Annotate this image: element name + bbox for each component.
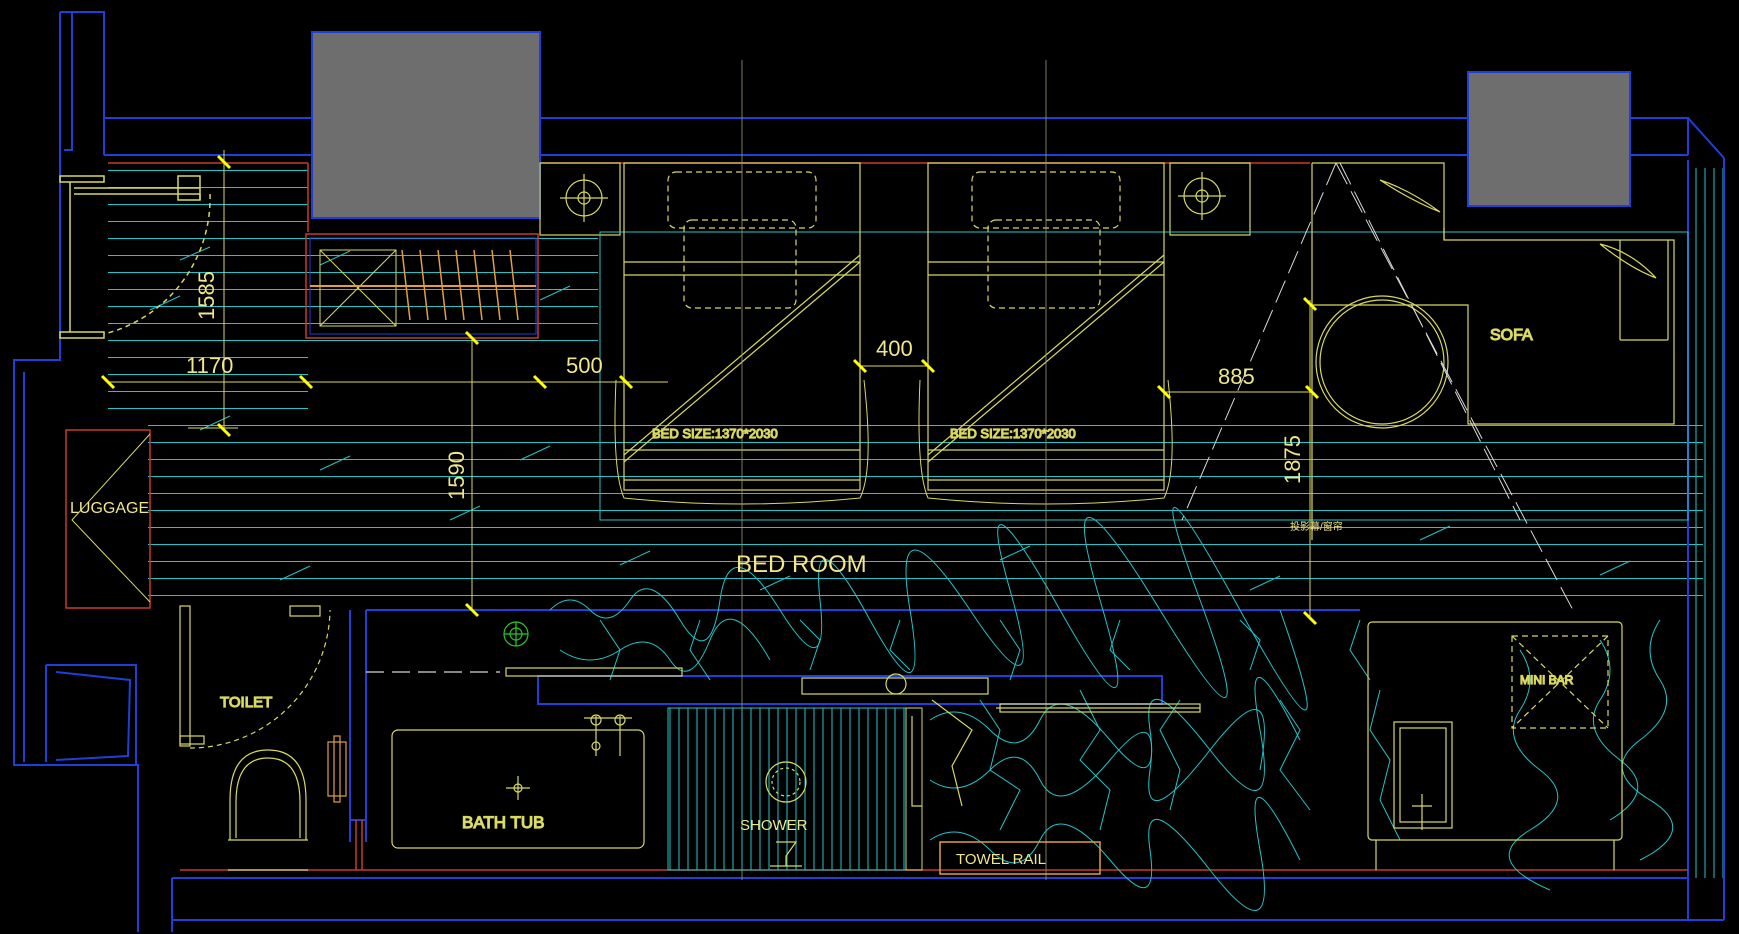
- bed-2: BED SIZE:1370*2030: [918, 60, 1173, 880]
- luggage-rack: LUGGAGE: [65, 429, 151, 609]
- dim-885: 885: [1218, 364, 1255, 389]
- sofa: SOFA: [1311, 162, 1675, 540]
- structural-column-right: [1467, 71, 1631, 207]
- dim-1590: 1590: [444, 451, 469, 500]
- entry-door: [59, 175, 211, 339]
- dimension-ticks: [100, 154, 1320, 626]
- dim-1170: 1170: [186, 353, 233, 378]
- towel-rail-label: TOWEL RAIL: [956, 851, 1046, 868]
- dimension-labels: 1585 1170 500 400 885 1590 1875: [186, 271, 1305, 500]
- bath-tub: BATH TUB: [391, 714, 645, 849]
- towel-rail: TOWEL RAIL: [939, 841, 1101, 875]
- bed-zone: [599, 231, 1689, 521]
- dim-400: 400: [876, 336, 913, 361]
- walls: [13, 11, 1725, 932]
- bed-2-size-label: BED SIZE:1370*2030: [950, 426, 1076, 441]
- bed-1: BED SIZE:1370*2030: [614, 60, 869, 880]
- curtain-note: 投影幕/窗帘: [1290, 520, 1343, 533]
- projection-lines: [1181, 162, 1575, 613]
- right-wall-stripes: [1688, 168, 1724, 878]
- shower-label: SHOWER: [740, 817, 808, 834]
- dim-1585: 1585: [194, 271, 219, 320]
- shower: SHOWER: [667, 707, 923, 871]
- dim-500: 500: [566, 353, 603, 378]
- toilet-label: TOILET: [220, 694, 272, 711]
- wardrobe: [305, 233, 539, 339]
- toilet-room: TOILET: [179, 605, 347, 871]
- bed-room-label: BED ROOM: [736, 551, 867, 578]
- structural-column-left: [311, 31, 541, 219]
- dim-1875: 1875: [1280, 435, 1305, 484]
- nightstand-right: [1169, 162, 1251, 236]
- nightstand-left: [539, 162, 621, 236]
- sofa-label: SOFA: [1490, 327, 1533, 344]
- mini-bar-label: MINI BAR: [1520, 673, 1574, 687]
- luggage-label: LUGGAGE: [70, 500, 149, 517]
- plant-icon: [503, 621, 529, 647]
- bed-1-size-label: BED SIZE:1370*2030: [652, 426, 778, 441]
- bath-tub-label: BATH TUB: [462, 813, 545, 832]
- vanity-counter: [366, 667, 1201, 807]
- stone-texture: [549, 507, 1674, 911]
- mini-bar: MINI BAR: [1367, 621, 1623, 870]
- dimension-lines: [108, 150, 1312, 620]
